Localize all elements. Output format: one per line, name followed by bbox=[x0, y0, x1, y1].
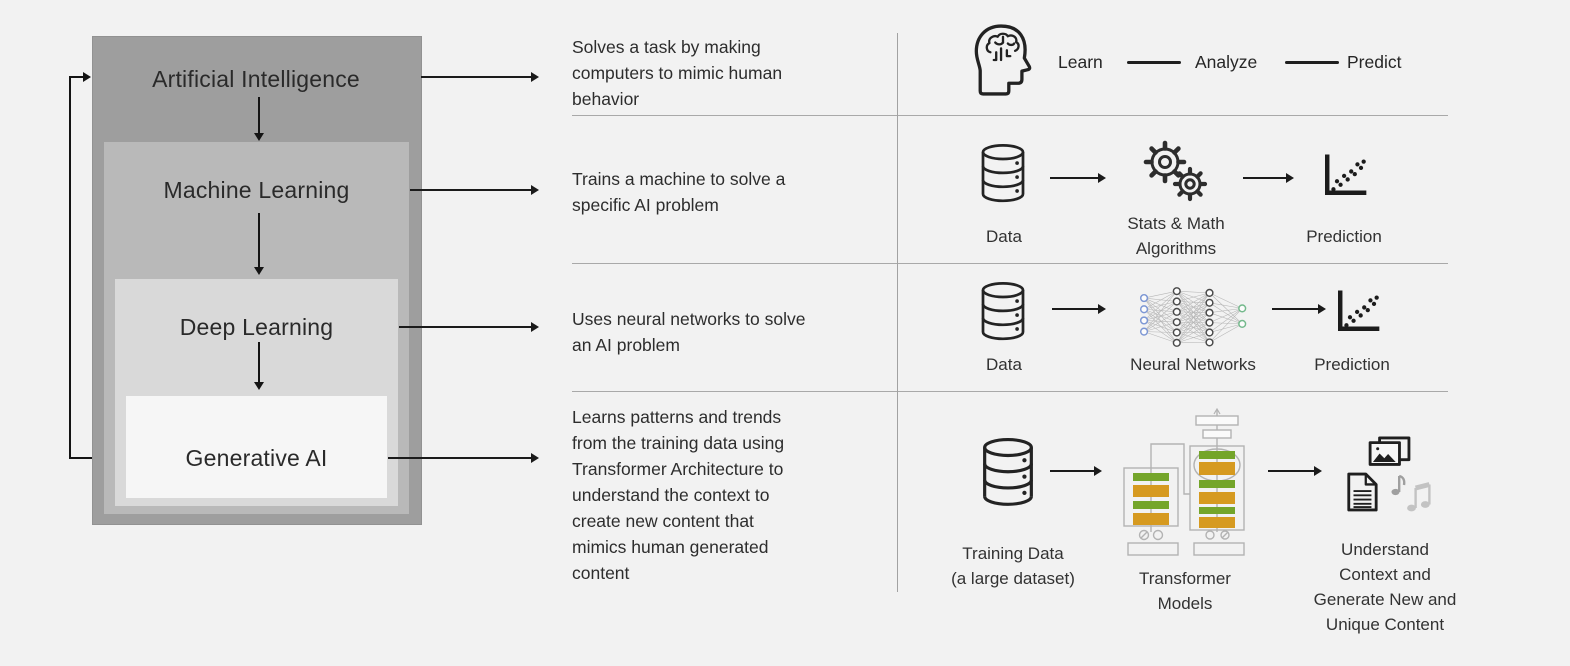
flow-arrow bbox=[1052, 304, 1106, 314]
step-connector-line bbox=[1285, 61, 1339, 64]
down-arrow-dl-to-gen bbox=[254, 342, 264, 390]
icon-caption-data: Data bbox=[986, 227, 1022, 246]
icon-caption-stats-math: Stats & Math Algorithms bbox=[1127, 214, 1225, 258]
level-box-generative-ai bbox=[126, 396, 387, 498]
level-label-deep-learning: Deep Learning bbox=[179, 314, 334, 340]
icon-caption-generated-content: Understand Context and Generate New and … bbox=[1313, 540, 1457, 634]
icon-caption-training-data: Training Data (a large dataset) bbox=[951, 544, 1075, 588]
flow-arrow bbox=[1268, 466, 1322, 476]
icon-caption-data: Data bbox=[986, 355, 1022, 374]
description-artificial-intelligence: Solves a task by making computers to mim… bbox=[572, 37, 783, 109]
down-arrow-ai-to-ml bbox=[254, 97, 264, 141]
row-arrow-machine-learning bbox=[410, 185, 539, 195]
flow-arrow bbox=[1050, 466, 1102, 476]
scatter-plot-icon bbox=[1338, 290, 1380, 331]
loop-arrow-top bbox=[69, 76, 84, 78]
description-machine-learning: Trains a machine to solve a specific AI … bbox=[572, 169, 786, 215]
step-label-analyze: Analyze bbox=[1195, 52, 1258, 72]
transformer-models-icon bbox=[1123, 408, 1245, 556]
scatter-plot-icon bbox=[1325, 154, 1367, 195]
row-separator bbox=[572, 115, 1448, 116]
database-icon bbox=[983, 438, 1033, 506]
loop-arrowhead-icon bbox=[83, 72, 91, 82]
loop-arrow-bottom bbox=[69, 457, 93, 459]
neural-network-icon bbox=[1139, 287, 1247, 347]
description-deep-learning: Uses neural networks to solve an AI prob… bbox=[572, 309, 806, 355]
step-label-predict: Predict bbox=[1347, 52, 1402, 72]
column-divider bbox=[897, 33, 898, 592]
icon-caption-prediction: Prediction bbox=[1314, 355, 1390, 374]
music-notes-icon bbox=[1391, 474, 1431, 512]
flow-arrow bbox=[1050, 173, 1106, 183]
row-separator bbox=[572, 391, 1448, 392]
down-arrow-ml-to-dl bbox=[254, 213, 264, 275]
loop-arrow-vertical bbox=[69, 77, 71, 459]
row-arrow-generative-ai bbox=[388, 453, 539, 463]
row-arrow-artificial-intelligence bbox=[421, 72, 539, 82]
head-brain-icon bbox=[974, 24, 1032, 96]
photos-icon bbox=[1368, 436, 1411, 466]
step-connector-line bbox=[1127, 61, 1181, 64]
database-icon bbox=[981, 144, 1025, 203]
level-label-machine-learning: Machine Learning bbox=[163, 177, 350, 203]
level-label-artificial-intelligence: Artificial Intelligence bbox=[152, 66, 360, 92]
document-icon bbox=[1347, 472, 1378, 512]
row-arrow-deep-learning bbox=[399, 322, 539, 332]
row-separator bbox=[572, 263, 1448, 264]
flow-arrow bbox=[1272, 304, 1326, 314]
level-label-generative-ai: Generative AI bbox=[185, 445, 328, 471]
icon-caption-neural-networks: Neural Networks bbox=[1130, 355, 1256, 374]
icon-caption-prediction: Prediction bbox=[1306, 227, 1382, 246]
description-generative-ai: Learns patterns and trends from the trai… bbox=[572, 407, 785, 583]
database-icon bbox=[981, 282, 1025, 341]
step-label-learn: Learn bbox=[1058, 52, 1103, 72]
gears-icon bbox=[1143, 140, 1208, 202]
flow-arrow bbox=[1243, 173, 1294, 183]
icon-caption-transformer-models: Transformer Models bbox=[1139, 569, 1231, 613]
